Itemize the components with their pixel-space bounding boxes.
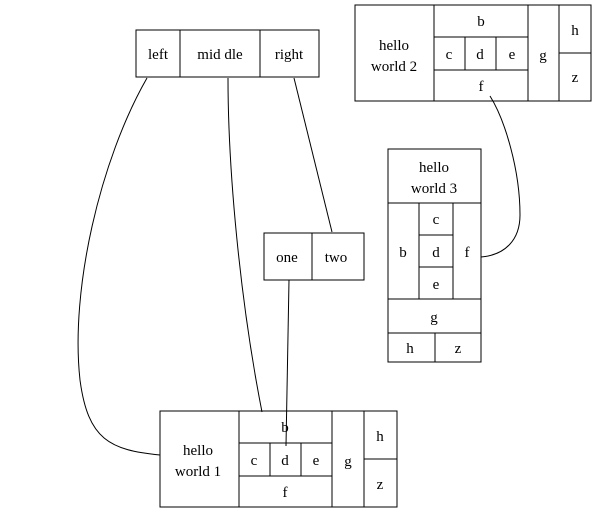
- mid-record-one: one: [276, 250, 298, 266]
- record-world-2-e: e: [509, 47, 516, 63]
- record-world-1-d: d: [281, 453, 289, 469]
- record-world-1-g: g: [344, 454, 352, 470]
- edge-left-to-world1: [77, 77, 161, 456]
- edge-world2-d-to-world3-f: [480, 95, 521, 258]
- record-world-3-title-line1: hello: [419, 160, 449, 176]
- edge-one-to-world1-d: [285, 279, 290, 447]
- top-record-right: right: [275, 47, 304, 63]
- record-world-3-b: b: [399, 245, 407, 261]
- record-world-3-g: g: [430, 310, 438, 326]
- top-record-left: left: [148, 47, 169, 63]
- edge-right-to-two: [293, 77, 333, 233]
- record-world-2-title-line2: world 2: [371, 59, 417, 75]
- record-world-3-e: e: [433, 277, 440, 293]
- record-world-2-z: z: [572, 70, 579, 86]
- record-world-1-title-line1: hello: [183, 443, 213, 459]
- mid-record-two: two: [325, 250, 348, 266]
- top-record-middle: mid dle: [197, 47, 243, 63]
- record-world-1-b: b: [281, 420, 289, 436]
- record-world-2-g: g: [539, 48, 547, 64]
- record-world-3-f: f: [465, 245, 470, 261]
- record-world-2: hello world 2 b c d e f g h z: [354, 4, 592, 102]
- record-world-2-d: d: [476, 47, 484, 63]
- record-world-1-c: c: [251, 453, 258, 469]
- record-world-1-z: z: [377, 477, 384, 493]
- record-world-2-b: b: [477, 14, 485, 30]
- record-world-3: hello world 3 b c d e f g h z: [387, 148, 482, 363]
- record-world-3-title-line2: world 3: [411, 181, 457, 197]
- record-world-1-e: e: [313, 453, 320, 469]
- record-world-1-h: h: [376, 429, 384, 445]
- record-world-3-z: z: [455, 341, 462, 357]
- record-world-3-c: c: [433, 212, 440, 228]
- record-world-2-f: f: [479, 79, 484, 95]
- record-world-1-title-line2: world 1: [175, 464, 221, 480]
- mid-record: one two: [263, 232, 365, 281]
- record-world-3-d: d: [432, 245, 440, 261]
- record-world-1-f: f: [283, 485, 288, 501]
- record-world-2-h: h: [571, 23, 579, 39]
- top-record: left mid dle right: [135, 29, 320, 78]
- record-world-2-c: c: [446, 47, 453, 63]
- record-world-2-title-line1: hello: [379, 38, 409, 54]
- edge-middle-to-world1-b: [227, 77, 263, 413]
- record-world-1: hello world 1 b c d e f g h z: [159, 410, 398, 508]
- record-world-3-h: h: [406, 341, 414, 357]
